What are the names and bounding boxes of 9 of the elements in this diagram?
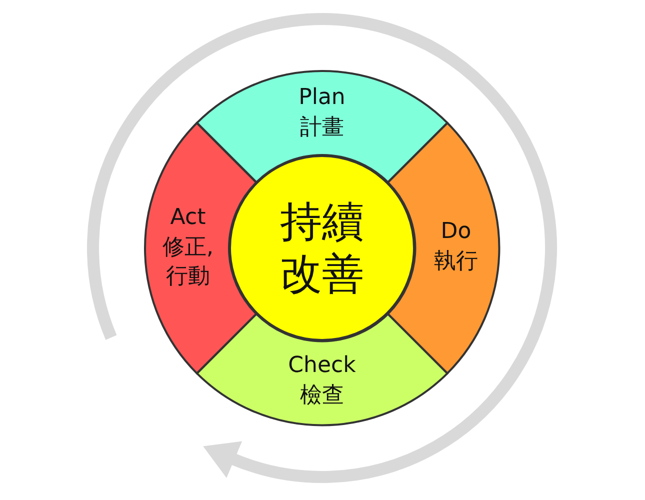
stage-name: Plan bbox=[298, 85, 346, 110]
stage-name: Do bbox=[440, 219, 472, 244]
stage-name-chinese: 修正,行動 bbox=[162, 234, 214, 291]
stage-name-chinese: 檢查 bbox=[298, 382, 345, 410]
stage-name: Act bbox=[170, 204, 206, 230]
stage-name-chinese: 執行 bbox=[432, 248, 479, 276]
center-text: 持續改善 bbox=[280, 196, 364, 300]
stage-name: Check bbox=[288, 353, 356, 378]
stage-name-chinese: 計畫 bbox=[298, 114, 345, 142]
